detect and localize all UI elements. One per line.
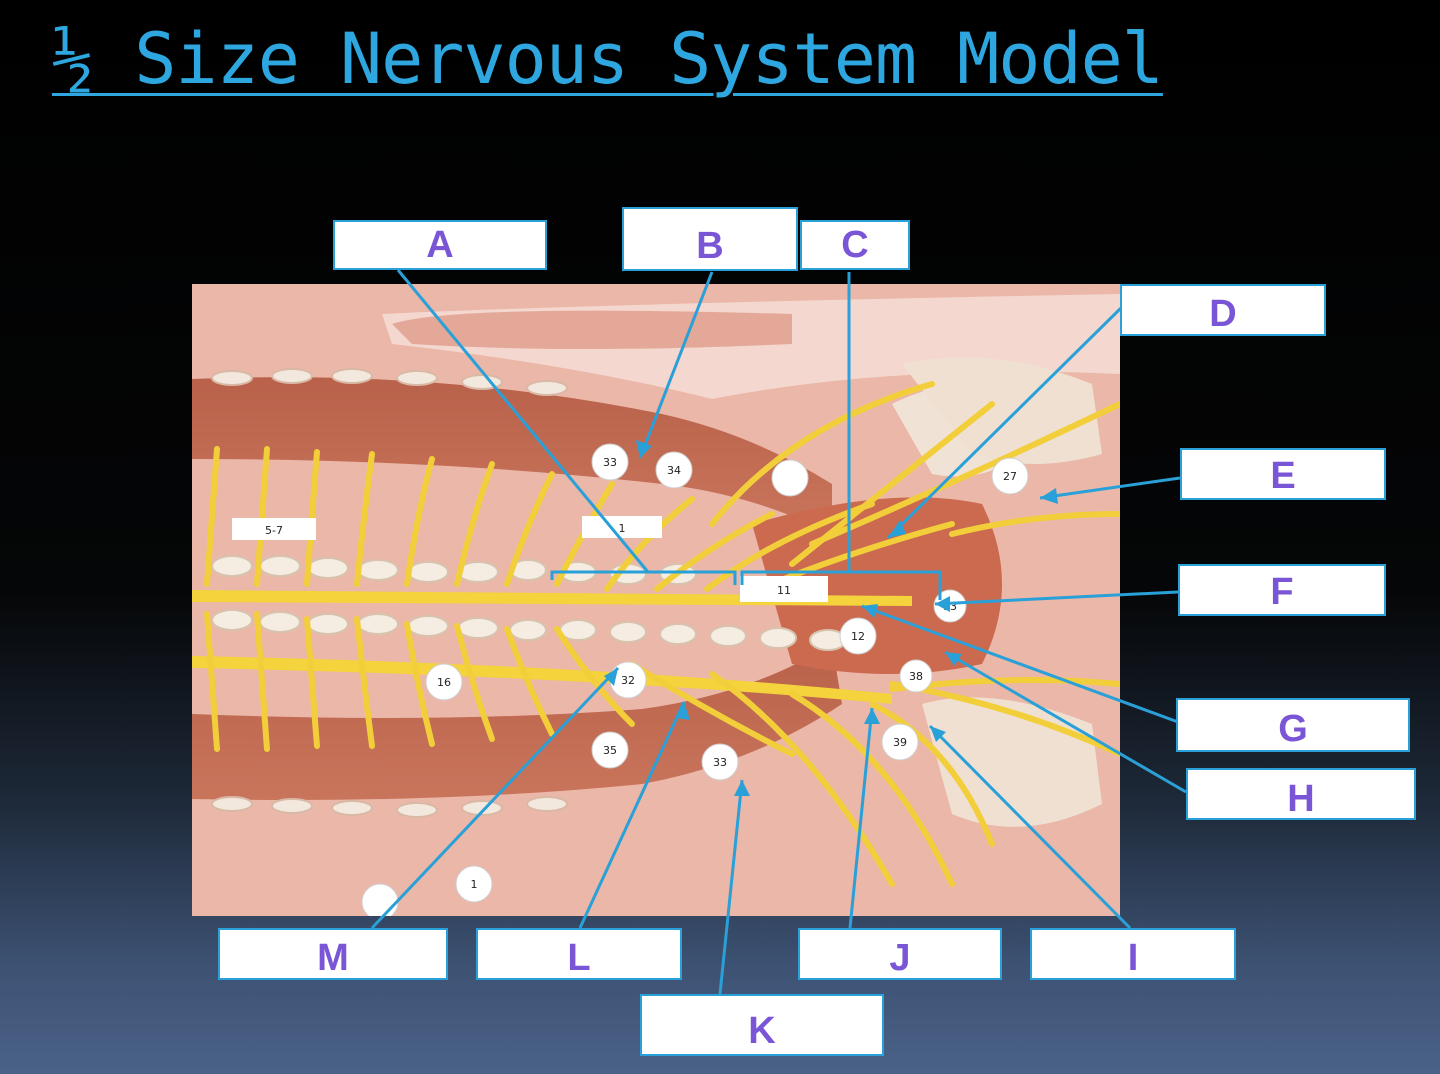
photo-tag: 38 [909, 670, 923, 683]
label-box-b[interactable]: B [622, 207, 798, 271]
photo-tag: 16 [437, 676, 451, 689]
label-box-c[interactable]: C [800, 220, 910, 270]
leader-m [370, 666, 620, 930]
label-box-l[interactable]: L [476, 928, 682, 980]
photo-tag: 32 [621, 674, 635, 687]
photo-tag: 27 [1003, 470, 1017, 483]
label-box-m[interactable]: M [218, 928, 448, 980]
leader-h [944, 650, 1187, 794]
leader-i [928, 724, 1132, 930]
photo-tag: 12 [851, 630, 865, 643]
bracket-c [740, 570, 942, 600]
label-box-i[interactable]: I [1030, 928, 1236, 980]
photo-tag: 5-7 [265, 524, 283, 537]
leader-j [848, 707, 874, 929]
leader-d [886, 305, 1124, 540]
leader-e [1039, 476, 1181, 500]
label-box-j[interactable]: J [798, 928, 1002, 980]
leader-a [396, 269, 650, 573]
label-box-e[interactable]: E [1180, 448, 1386, 500]
photo-tag: 1 [619, 522, 626, 535]
label-box-g[interactable]: G [1176, 698, 1410, 752]
label-box-a[interactable]: A [333, 220, 547, 270]
photo-tag: 1 [471, 878, 478, 891]
label-box-d[interactable]: D [1120, 284, 1326, 336]
label-box-k[interactable]: K [640, 994, 884, 1056]
photo-tag: 34 [667, 464, 681, 477]
leader-g [861, 604, 1179, 724]
leader-f [934, 590, 1179, 606]
bracket-a [550, 570, 737, 585]
label-box-h[interactable]: H [1186, 768, 1416, 820]
page-title: ½ Size Nervous System Model [52, 18, 1164, 100]
photo-tag: 33 [603, 456, 617, 469]
photo-tag: 11 [777, 584, 791, 597]
label-box-f[interactable]: F [1178, 564, 1386, 616]
photo-tag: 39 [893, 736, 907, 749]
leader-arrowheads [604, 440, 1058, 796]
photo-tag: 35 [603, 744, 617, 757]
leader-k [718, 779, 744, 995]
photo-tag: 33 [713, 756, 727, 769]
leader-b [638, 271, 714, 459]
leader-l [578, 701, 686, 929]
